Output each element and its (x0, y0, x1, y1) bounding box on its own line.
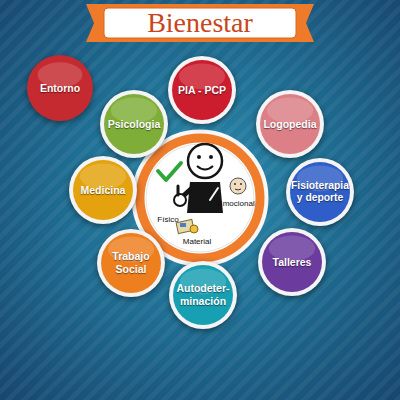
title-text: Bienestar (104, 8, 296, 38)
circle-shape (174, 194, 186, 206)
service-circle: Autodeter-minación (169, 261, 237, 329)
color-disc (101, 233, 161, 293)
white-ring (69, 156, 137, 224)
aspect-label: Material (183, 238, 211, 246)
service-circle: Medicina (69, 156, 137, 224)
circle-shape (190, 225, 198, 233)
circle-label: Psicologia (108, 118, 161, 131)
check-mark (158, 163, 181, 180)
circle-label: PIA - PCP (178, 84, 226, 97)
aspect-label: Físico (157, 216, 178, 224)
path-shape (210, 188, 218, 200)
path-shape (235, 189, 241, 190)
color-disc (173, 265, 233, 325)
service-circle: Trabajo Social (97, 229, 165, 297)
service-circle: Logopedia (256, 90, 324, 158)
material-icon (176, 219, 198, 233)
white-ring (100, 90, 168, 158)
person-pictogram (174, 144, 223, 213)
service-circle: Entorno (27, 55, 93, 121)
path-shape (177, 186, 180, 195)
circle-label: Autodeter-minación (174, 282, 232, 307)
service-circle: Fisioterapia y deporte (286, 158, 354, 226)
path-shape (197, 166, 213, 170)
color-disc (172, 60, 232, 120)
circle-label: Medicina (81, 184, 126, 197)
white-ring (97, 229, 165, 297)
white-ring (256, 90, 324, 158)
color-disc (262, 232, 322, 292)
rect-shape (180, 223, 186, 227)
circle-label: Trabajo Social (102, 250, 160, 275)
circle-label: Entorno (40, 82, 80, 95)
emotion-face (230, 178, 246, 194)
color-disc (260, 94, 320, 154)
circle-shape (209, 155, 213, 159)
circle-shape (234, 183, 236, 185)
white-ring (168, 56, 236, 124)
circle-label: Logopedia (263, 118, 316, 131)
color-disc (27, 55, 93, 121)
title-ribbon (86, 4, 314, 42)
color-disc (290, 162, 350, 222)
white-ring (258, 228, 326, 296)
circle-shape (146, 144, 254, 252)
color-disc (73, 160, 133, 220)
path-shape (158, 163, 181, 180)
white-ring (286, 158, 354, 226)
circle-shape (188, 144, 222, 178)
orange-ring (140, 138, 260, 258)
circle-label: Fisioterapia y deporte (291, 180, 349, 205)
polygon-shape (86, 4, 314, 42)
rect-shape (104, 8, 296, 38)
service-circle: Psicologia (100, 90, 168, 158)
circle-label: Talleres (273, 256, 312, 269)
color-disc (104, 94, 164, 154)
service-circle: Talleres (258, 228, 326, 296)
white-ring (169, 261, 237, 329)
aspect-label: Emocional (217, 200, 254, 208)
service-circle: PIA - PCP (168, 56, 236, 124)
circle-shape (240, 183, 242, 185)
circle-shape (230, 178, 246, 194)
circle-shape (197, 155, 201, 159)
